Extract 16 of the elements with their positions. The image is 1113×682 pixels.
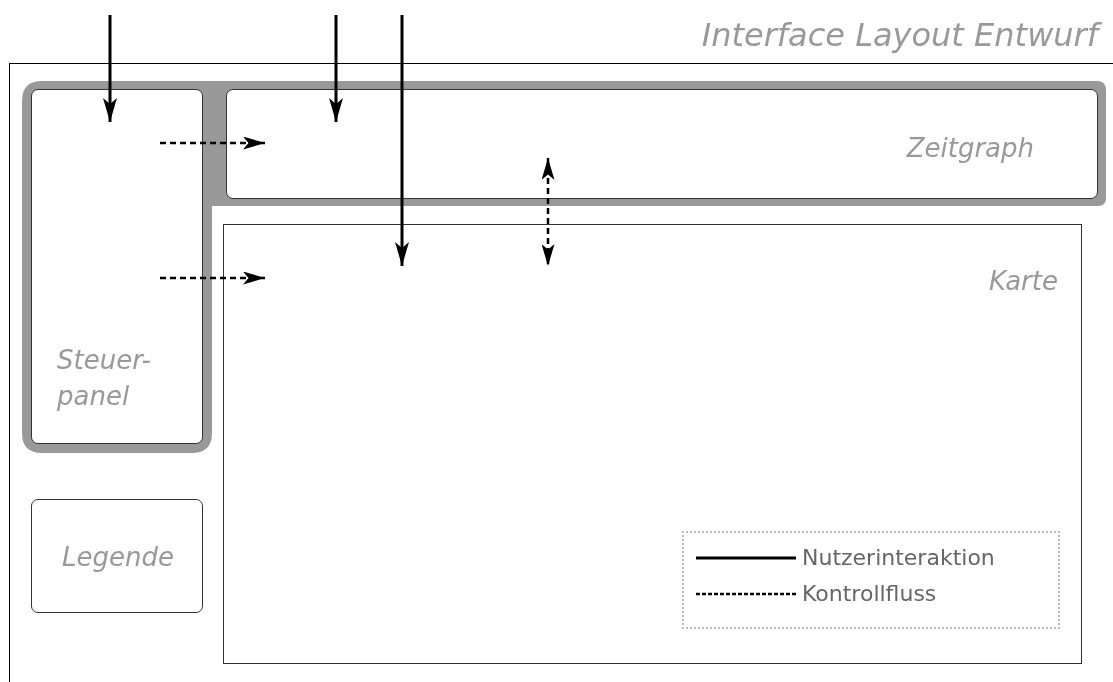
panel-label: Steuer- panel [57, 344, 152, 414]
panel-label: Zeitgraph [905, 132, 1034, 165]
arrow [541, 158, 555, 266]
panel-box [31, 89, 203, 444]
arrow [329, 15, 343, 122]
legend-label: Nutzerinteraktion [802, 545, 995, 570]
panel-label: Karte [988, 265, 1058, 298]
panel-box [226, 89, 1098, 199]
legend-label: Kontrollfluss [802, 581, 937, 606]
panel-label: Legende [61, 541, 175, 574]
arrow [103, 15, 117, 122]
map-area [223, 224, 1082, 664]
arrow [160, 136, 265, 150]
panel-box [31, 499, 203, 613]
arrow [395, 15, 409, 266]
arrow [160, 271, 265, 285]
